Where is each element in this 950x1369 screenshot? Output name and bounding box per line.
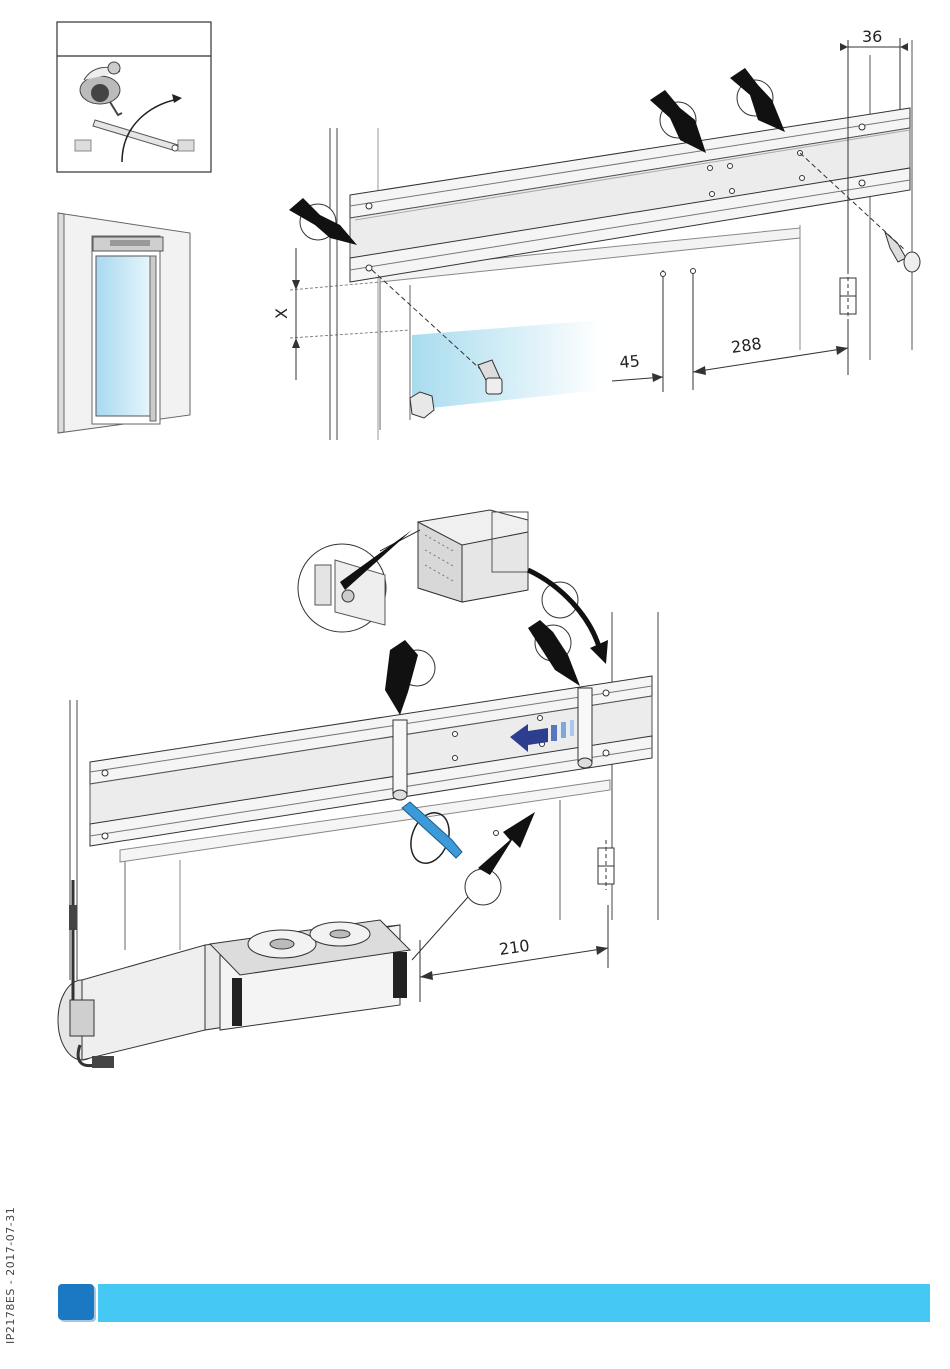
door-frame-overview-icon bbox=[58, 213, 190, 433]
dimension-288: 288 bbox=[730, 334, 763, 357]
footer-page-marker bbox=[58, 1284, 94, 1320]
control-unit-icon bbox=[418, 510, 528, 602]
top-mounting-illustration bbox=[289, 38, 920, 440]
person-opening-door-icon bbox=[57, 22, 211, 172]
bracket-left-icon bbox=[393, 720, 407, 800]
callout-right bbox=[730, 68, 785, 132]
callout-bracket-left bbox=[385, 640, 435, 715]
dimension-45: 45 bbox=[619, 351, 641, 372]
document-code: IP2178ES - 2017-07-31 bbox=[4, 1194, 18, 1344]
hinge-marker-bottom-icon bbox=[598, 840, 614, 890]
detail-zoom-circle bbox=[298, 530, 420, 632]
dimension-x: X bbox=[272, 308, 291, 319]
callout-left bbox=[289, 198, 357, 245]
motor-drive-unit-icon bbox=[58, 880, 410, 1068]
callout-bracket-right bbox=[528, 620, 580, 686]
screw-right-icon bbox=[885, 232, 920, 272]
footer-bar bbox=[98, 1284, 930, 1322]
hinge-marker-icon bbox=[840, 270, 856, 320]
bracket-right-icon bbox=[578, 688, 592, 768]
dimension-36: 36 bbox=[862, 27, 882, 46]
dimension-210: 210 bbox=[498, 936, 531, 959]
bottom-assembly-illustration bbox=[58, 510, 658, 1068]
